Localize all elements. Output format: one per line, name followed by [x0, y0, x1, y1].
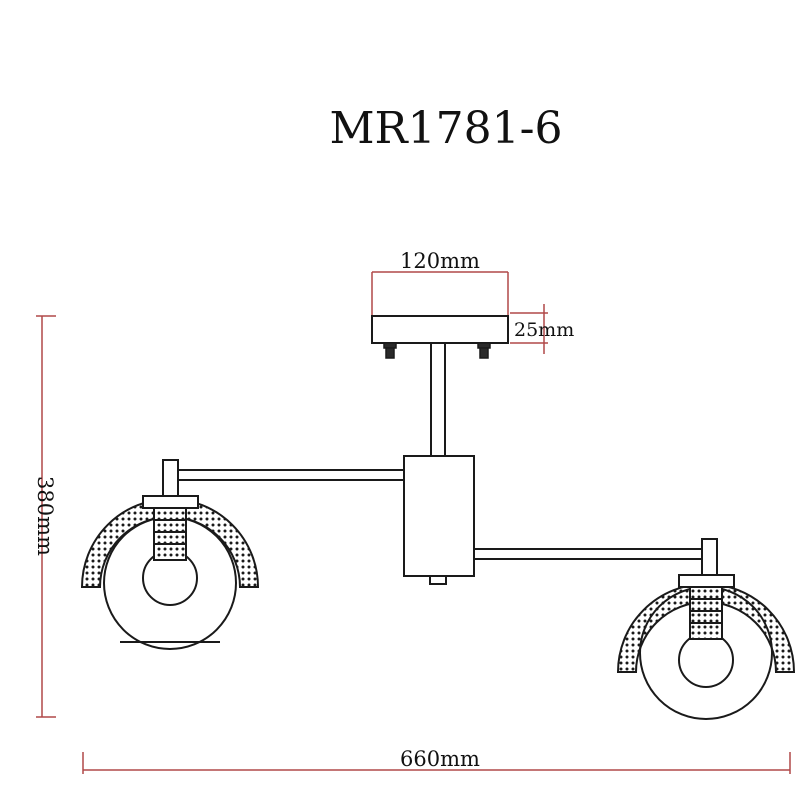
left-arm	[162, 459, 405, 497]
right-socket	[678, 574, 735, 640]
model-title: MR1781-6	[329, 103, 562, 154]
right-mesh-shade	[616, 583, 796, 673]
total-width-label: 660mm	[400, 747, 480, 771]
canopy-width-label: 120mm	[400, 249, 480, 273]
right-bulb	[678, 632, 734, 688]
right-arm	[473, 538, 718, 576]
dimension-canopy-width: 120mm	[371, 249, 509, 316]
canopy-screw-left	[383, 342, 397, 359]
ceiling-canopy	[371, 315, 509, 359]
right-lamp	[616, 574, 796, 720]
dimension-canopy-height: 25mm	[510, 304, 574, 354]
dimension-total-height: 380mm	[33, 315, 57, 718]
dimension-total-width: 660mm	[82, 747, 791, 774]
canopy-height-label: 25mm	[514, 319, 574, 341]
total-height-label: 380mm	[33, 476, 57, 556]
canopy-screw-right	[477, 342, 491, 359]
left-socket	[142, 495, 199, 561]
central-body	[403, 455, 475, 585]
vertical-rod	[430, 342, 446, 457]
left-lamp	[80, 495, 260, 650]
